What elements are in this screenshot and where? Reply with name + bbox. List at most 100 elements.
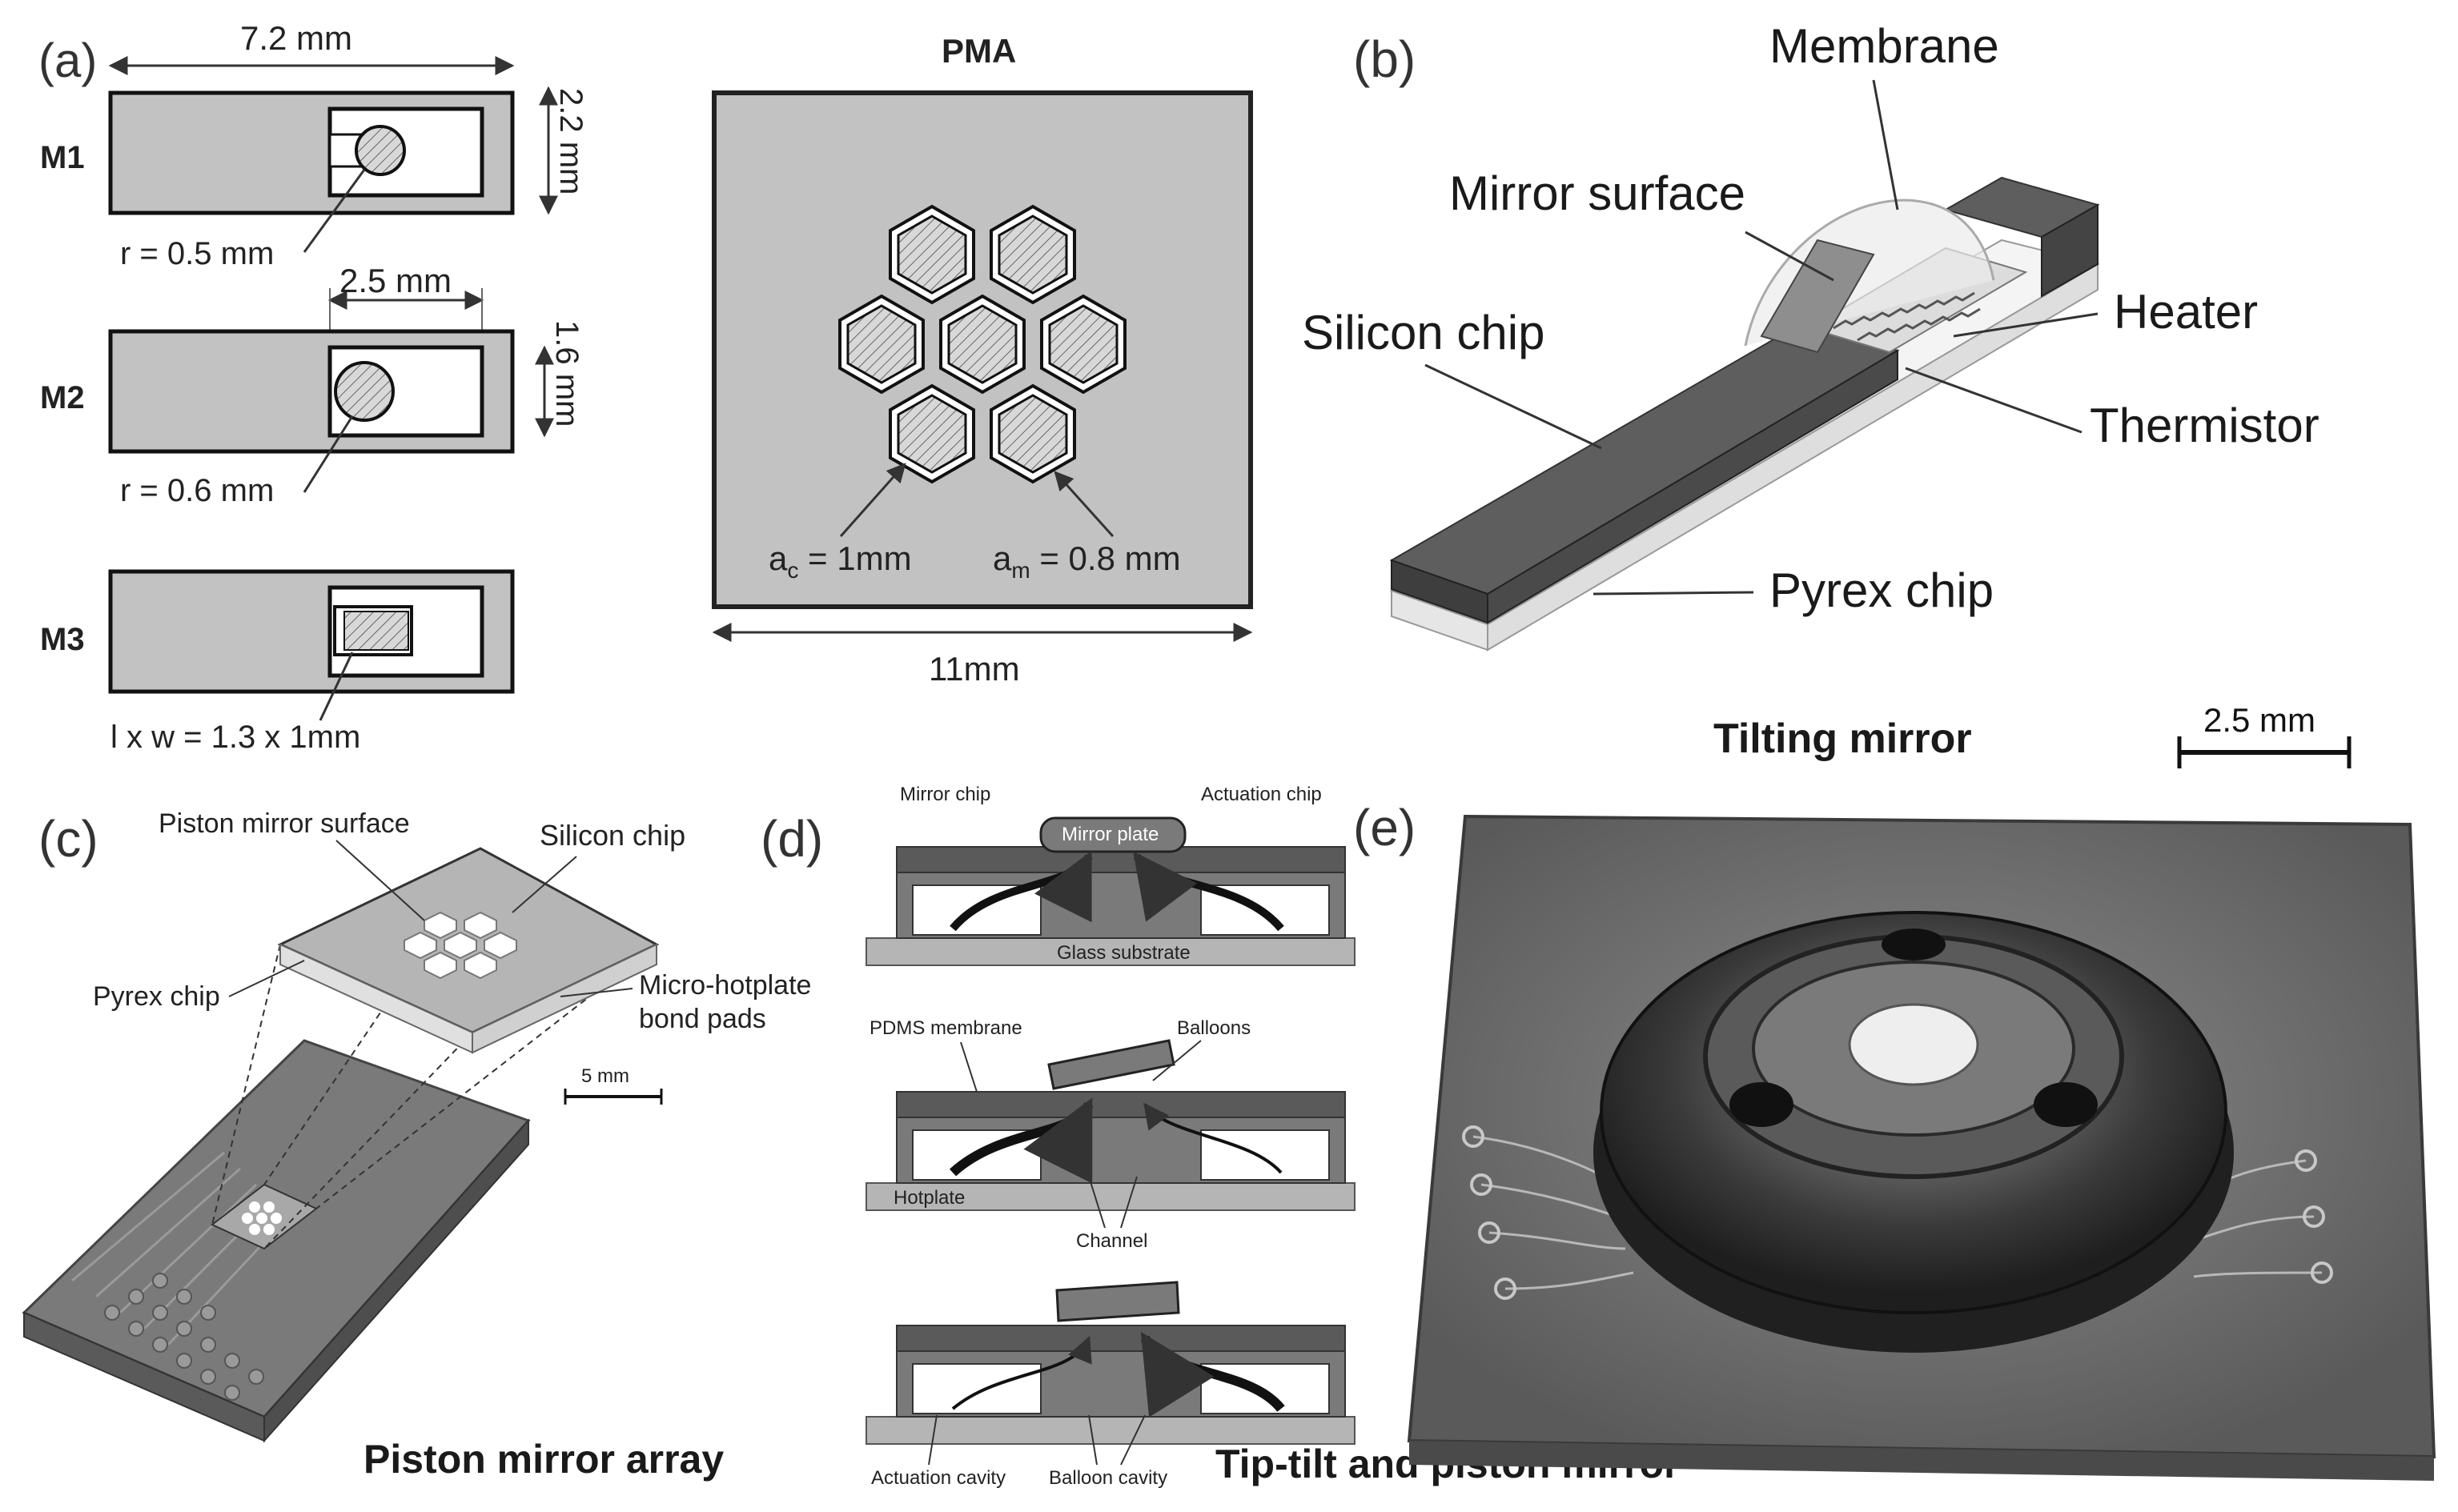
r1-label: r = 0.5 mm	[120, 236, 274, 271]
pdms-leader	[960, 1041, 978, 1093]
panel-e: (e) 2.5 mm	[1353, 701, 2436, 1481]
scale-bar-e-label: 2.5 mm	[2203, 701, 2315, 739]
m2-label: M2	[40, 380, 85, 415]
flow-arrow-left	[951, 1336, 1092, 1410]
silicon-chip-c-label: Silicon chip	[540, 819, 685, 852]
exploded-chip-pyrex-side	[472, 943, 657, 1054]
device-glue-blob-left	[1729, 1082, 1793, 1127]
thermistor-leader	[1905, 367, 2082, 434]
device-mirror-center	[1848, 1003, 1979, 1086]
glass-substrate	[866, 1416, 1356, 1445]
m2-height-label: 1.6 mm	[549, 320, 584, 427]
silicon-chip-c-leader	[512, 856, 577, 913]
flow-arrow-right	[1140, 1331, 1285, 1418]
balloon-cavity-leader-left	[1088, 1414, 1098, 1466]
ac-label: ac = 1mm	[769, 539, 912, 583]
actuation-cavity-right	[1200, 1129, 1330, 1181]
silicon-chip-side	[1487, 349, 1898, 624]
tilted-mirror-plate	[1047, 1039, 1175, 1090]
balloons-leader	[1152, 1040, 1202, 1081]
panel-c: (c)	[22, 808, 811, 1482]
panel-c-label: (c)	[38, 810, 98, 868]
piston-surface-label: Piston mirror surface	[159, 808, 410, 839]
bond-pads-label: bond pads	[639, 1004, 766, 1034]
heater-label: Heater	[2114, 285, 2258, 339]
mirror-surface-label: Mirror surface	[1449, 166, 1745, 220]
silicon-back-block-side	[2041, 203, 2099, 298]
tilting-mirror-caption: Tilting mirror	[1713, 716, 1972, 762]
raised-mirror-plate	[1055, 1281, 1180, 1322]
r2-leader	[303, 415, 354, 493]
silicon-chip-label: Silicon chip	[1302, 306, 1545, 359]
glass-substrate	[866, 937, 1356, 966]
mirror-plate-label: Mirror plate	[1062, 824, 1159, 845]
hex-mirror	[990, 383, 1076, 484]
heater-meander	[1833, 291, 1975, 330]
height-dimension-label: 2.2 mm	[553, 88, 588, 195]
mirror-chip-label: Mirror chip	[900, 784, 990, 805]
lxw-leader	[319, 652, 354, 721]
pyrex-slab-side	[1487, 263, 2099, 652]
heater-leader	[1953, 312, 2099, 338]
panel-e-label: (e)	[1353, 799, 1416, 856]
pyrex-chip-leader	[1592, 591, 1754, 596]
flow-arrow-right	[1133, 851, 1284, 932]
exploded-chip-hex-mirrors	[404, 911, 517, 980]
m1-label: M1	[40, 140, 85, 175]
am-leader	[1054, 471, 1115, 538]
actuation-cavity-leader	[928, 1414, 938, 1466]
mirror-chip-layer	[896, 1325, 1346, 1352]
photo-substrate-edge	[1409, 1441, 2434, 1481]
pyrex-chip-c-leader	[228, 960, 305, 997]
pdms-membrane-label: PDMS membrane	[870, 1017, 1022, 1039]
hex-mirror	[889, 383, 975, 484]
thermistor-label: Thermistor	[2090, 399, 2319, 452]
balloon-cavity-leader-right	[1120, 1414, 1146, 1466]
channel-label: Channel	[1076, 1230, 1147, 1252]
membrane-leader	[1872, 79, 1899, 211]
pma-hexagon-array	[838, 204, 1127, 484]
mirror-surface-plate	[1760, 239, 1875, 354]
m2-mirror	[334, 361, 395, 422]
cross-section-2: PDMS membrane Balloons Hotplate Channel	[866, 1017, 1356, 1252]
glass-substrate	[866, 1182, 1356, 1211]
pyrex-chip-c-label: Pyrex chip	[93, 981, 220, 1012]
am-label: am = 0.8 mm	[993, 539, 1181, 583]
balloons-label: Balloons	[1177, 1017, 1251, 1039]
panel-b: (b) Membrane Mirror surface Silicon chip…	[1302, 19, 2319, 762]
balloon-cavity-label: Balloon cavity	[1049, 1467, 1167, 1489]
width-dimension-label: 7.2 mm	[240, 19, 352, 57]
hex-mirror	[990, 204, 1076, 305]
hex-mirror	[939, 294, 1026, 395]
panel-d-label: (d)	[761, 810, 823, 868]
panel-a: (a) 7.2 mm M1 2.2 mm r = 0.5 mm 2.5 mm M…	[38, 19, 1253, 755]
silicon-chip-leader	[1424, 363, 1602, 450]
pcb-pads	[104, 1273, 264, 1401]
m1-mirror	[355, 125, 406, 176]
r2-label: r = 0.6 mm	[120, 473, 274, 508]
hex-mirror	[889, 204, 975, 305]
cross-section-1: Mirror chip Actuation chip Mirror plate …	[866, 784, 1356, 966]
piston-surface-leader	[335, 840, 425, 921]
pma-width-label: 11mm	[929, 650, 1020, 688]
micro-hotplate-label: Micro-hotplate	[639, 970, 811, 1001]
thermistor-meander	[1857, 307, 1981, 342]
m2-width-label: 2.5 mm	[339, 262, 452, 299]
pcb-chip-mirrors	[242, 1201, 282, 1235]
pyrex-chip-label: Pyrex chip	[1769, 563, 1994, 617]
actuation-cavity-label: Actuation cavity	[871, 1467, 1006, 1489]
channel-leader-right	[1120, 1176, 1138, 1229]
pcb-board-side	[263, 1118, 529, 1443]
pcb-traces	[71, 1151, 290, 1346]
device-glue-blob-right	[2034, 1082, 2098, 1127]
mirror-plate	[1039, 816, 1187, 853]
hex-mirror	[838, 294, 925, 395]
membrane-label: Membrane	[1769, 19, 1999, 73]
flow-arrow-left	[949, 1097, 1094, 1184]
flow-arrow-right	[1143, 1102, 1283, 1174]
scale-bar-c-label: 5 mm	[581, 1065, 629, 1087]
hex-mirror	[1040, 294, 1127, 395]
device-glue-blob-top	[1882, 928, 1946, 961]
cross-section-3: Actuation cavity Balloon cavity	[866, 1281, 1356, 1489]
